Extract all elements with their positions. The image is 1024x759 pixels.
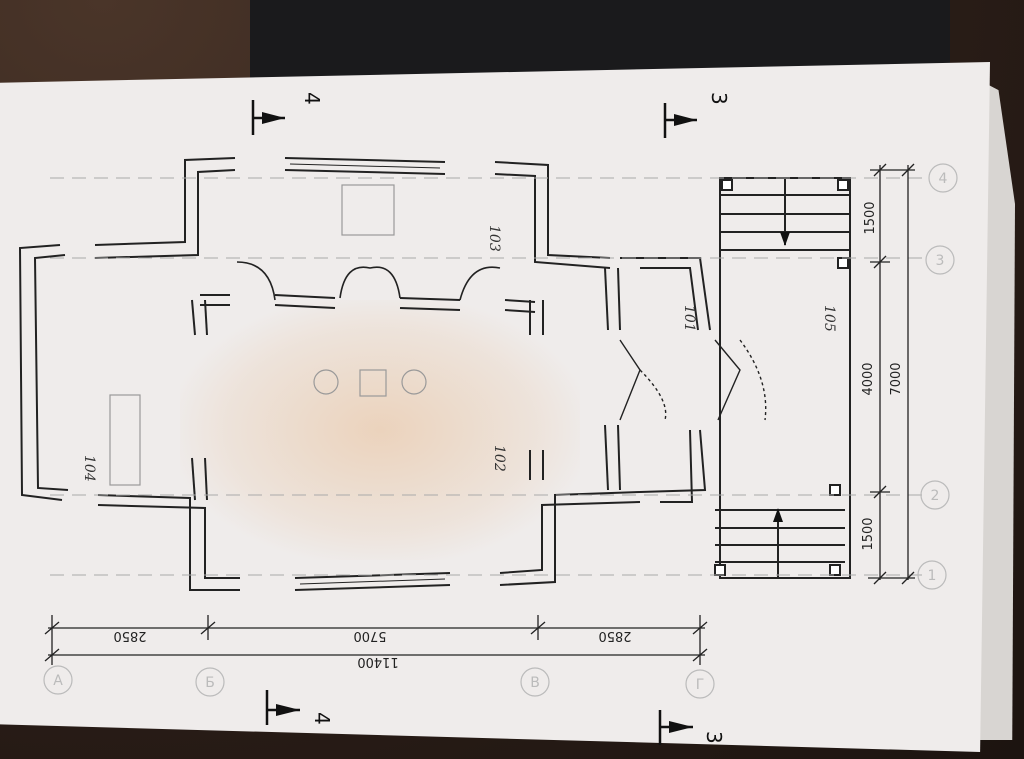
room-label-103: 103 [486,225,502,252]
stair-arrow-down [780,232,790,246]
axis-label-right-1: 1 [928,568,937,584]
grid-axes [50,177,930,576]
vertical-dimensions [868,163,915,585]
axis-label-bottom-b: Б [205,675,215,691]
dimension-7000: 7000 [889,362,904,395]
fixtures [109,184,427,486]
section-mark-bottom-left: 4 [310,712,334,725]
dimension-2850-left: 2850 [113,628,146,643]
axis-label-right-3: 3 [936,253,945,269]
section-mark-top-left: 4 [300,92,324,105]
section-mark-bottom-right: 3 [702,731,726,744]
dimension-5700: 5700 [353,628,386,643]
room-label-102: 102 [491,445,507,472]
room-label-104: 104 [81,455,97,482]
dimension-11400: 11400 [357,654,398,669]
stair-arrow-up [773,508,783,522]
axis-label-bottom-g: Г [696,677,705,693]
exterior-walls [18,157,711,591]
dimension-1500-bottom: 1500 [861,517,876,550]
axis-bubbles [43,163,958,699]
axis-label-right-2: 2 [931,488,940,504]
dimension-2850-right: 2850 [598,628,631,643]
horizontal-dimensions [44,615,708,665]
room-label-105: 105 [821,305,837,332]
axis-label-bottom-a: А [53,673,63,689]
section-mark-top-right: 3 [707,92,731,105]
arched-openings [236,261,501,301]
dimension-1500-top: 1500 [863,201,878,234]
room-label-101: 101 [681,305,697,332]
doors [619,339,767,421]
axis-label-bottom-v: В [530,675,540,691]
section-marks [251,100,697,745]
axis-label-right-4: 4 [939,171,948,187]
dimension-4000: 4000 [861,362,876,395]
paper-stain [180,300,580,560]
